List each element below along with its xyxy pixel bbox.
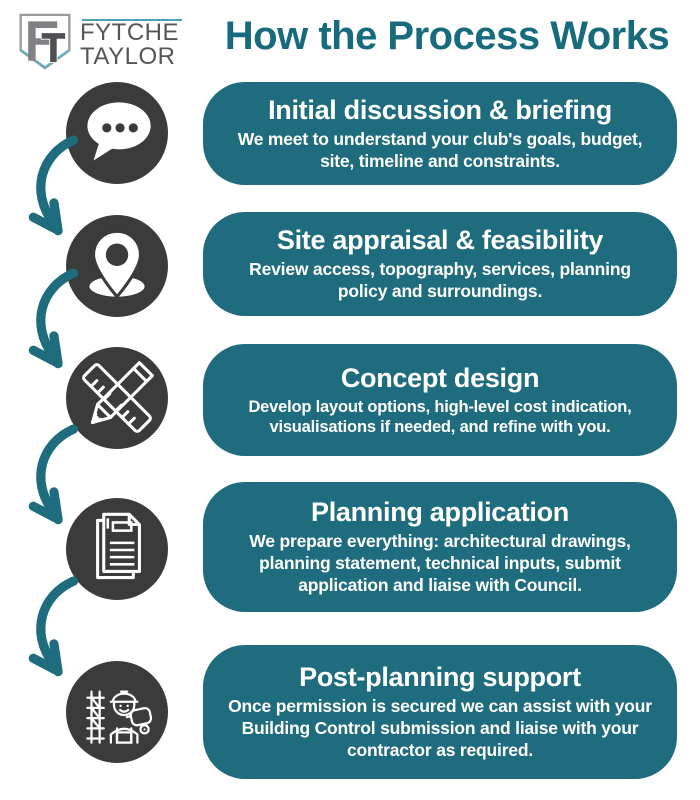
page-title: How the Process Works	[224, 14, 670, 58]
step-5-body: Once permission is secured we can assist…	[228, 696, 652, 760]
builder-icon	[66, 661, 168, 763]
logo-accent-line	[82, 19, 182, 22]
logo-wordmark-line2: TAYLOR	[80, 43, 176, 70]
step-card-1: Initial discussion & briefing We meet to…	[203, 82, 677, 185]
step-4-body: We prepare everything: architectural dra…	[249, 531, 631, 595]
step-card-5: Post-planning support Once permission is…	[203, 645, 677, 779]
step-1-title: Initial discussion & briefing	[268, 94, 612, 125]
logo-wordmark-line1: FYTCHE	[80, 19, 179, 47]
logo-wordmark: FYTCHE TAYLOR	[80, 15, 182, 70]
flow-arrow-icon	[28, 135, 79, 236]
step-3-title: Concept design	[340, 362, 540, 393]
step-card-4: Planning application We prepare everythi…	[203, 482, 677, 612]
flow-arrow-icon	[28, 268, 79, 369]
flow-arrow-icon	[28, 576, 79, 677]
document-icon	[66, 498, 168, 600]
step-card-2: Site appraisal & feasibility Review acce…	[203, 212, 677, 316]
step-2-body: Review access, topography, services, pla…	[249, 259, 631, 301]
step-2-title: Site appraisal & feasibility	[276, 225, 604, 256]
step-4-title: Planning application	[310, 497, 569, 528]
step-1-body: We meet to understand your club's goals,…	[237, 128, 643, 171]
location-pin-icon	[66, 215, 168, 317]
flow-arrow-icon	[28, 424, 79, 525]
logo-shield-icon	[19, 13, 71, 70]
chat-icon	[66, 82, 168, 184]
step-5-title: Post-planning support	[299, 662, 581, 693]
pencil-ruler-icon	[66, 347, 168, 449]
step-card-3: Concept design Develop layout options, h…	[203, 344, 677, 456]
step-3-body: Develop layout options, high-level cost …	[248, 397, 632, 436]
company-logo: FYTCHE TAYLOR	[10, 6, 185, 78]
